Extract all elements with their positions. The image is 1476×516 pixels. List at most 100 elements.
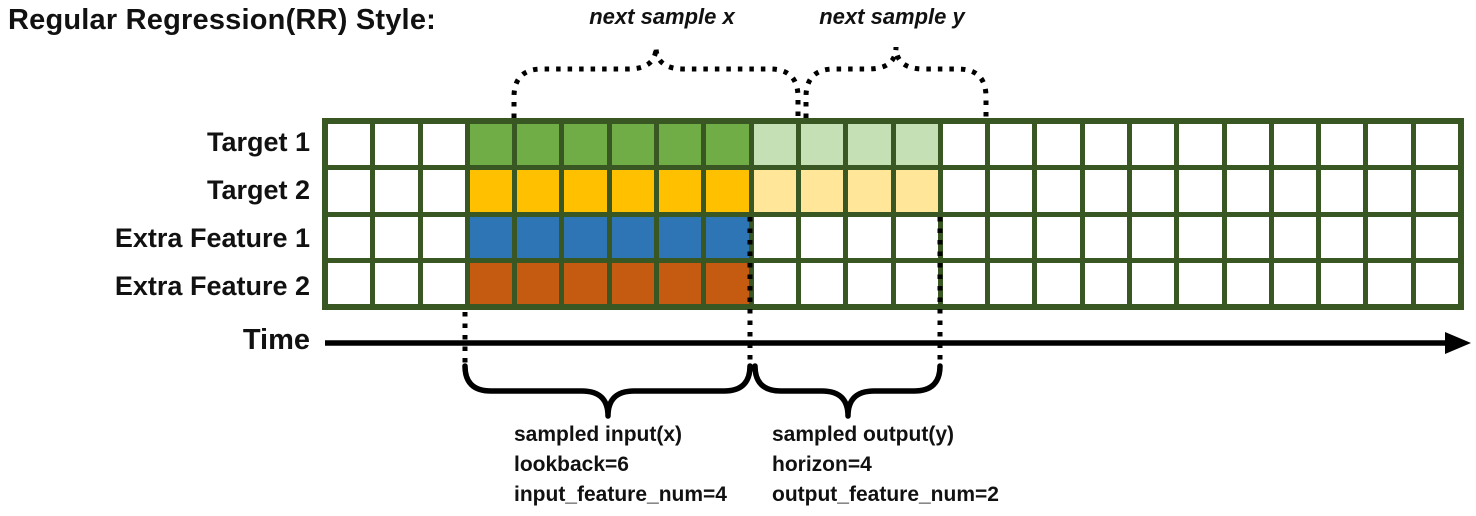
grid-cell <box>1084 216 1127 258</box>
sampled-output-title: sampled output(y) <box>772 423 954 446</box>
sampled-input-title: sampled input(x) <box>514 423 683 446</box>
grid-cell <box>1226 262 1269 304</box>
grid-cell <box>517 170 560 212</box>
grid-cell <box>328 124 371 166</box>
grid-cell <box>1084 124 1127 166</box>
grid-cell <box>422 262 465 304</box>
row-label-target1: Target 1 <box>206 126 310 157</box>
grid-cell <box>1368 170 1411 212</box>
next-sample-y-brace <box>803 46 989 118</box>
grid-cell <box>1415 170 1458 212</box>
grid-cell <box>895 262 938 304</box>
grid-cell <box>800 216 844 258</box>
output-feature-num-value: output_feature_num=2 <box>772 483 999 506</box>
grid-cell <box>375 216 418 258</box>
grid-cell <box>1273 170 1317 212</box>
grid-cell <box>611 124 655 166</box>
grid-cell <box>848 170 891 212</box>
grid-cell <box>942 170 986 212</box>
grid-cell <box>1273 216 1317 258</box>
grid-cell <box>942 124 986 166</box>
grid-cell <box>469 262 513 304</box>
grid-cell <box>1131 124 1175 166</box>
grid-cell <box>469 170 513 212</box>
grid-cell <box>895 170 938 212</box>
grid-cell <box>1037 216 1080 258</box>
next-sample-y-label: next sample y <box>819 4 965 29</box>
grid-cell <box>1179 216 1222 258</box>
grid-cell <box>659 124 702 166</box>
horizon-value: horizon=4 <box>772 453 872 476</box>
sample-grid <box>322 118 1464 310</box>
grid-cell <box>706 170 749 212</box>
grid-cell <box>611 262 655 304</box>
grid-cell <box>753 170 796 212</box>
grid-cell <box>706 216 749 258</box>
grid-cell <box>753 216 796 258</box>
grid-cell <box>422 124 465 166</box>
grid-cell <box>375 124 418 166</box>
grid-cell <box>375 170 418 212</box>
sampled-output-brace <box>752 363 943 419</box>
grid-cell <box>1131 170 1175 212</box>
grid-cell <box>1179 124 1222 166</box>
grid-cell <box>1321 216 1364 258</box>
grid-cell <box>1179 262 1222 304</box>
sampled-output-note: sampled output(y) horizon=4 output_featu… <box>772 420 999 510</box>
grid-cell <box>564 216 607 258</box>
grid-cell <box>1415 124 1458 166</box>
lookback-value: lookback=6 <box>514 453 629 476</box>
grid-cell <box>469 124 513 166</box>
input-feature-num-value: input_feature_num=4 <box>514 483 727 506</box>
grid-cell <box>564 124 607 166</box>
grid-cell <box>1131 262 1175 304</box>
grid-cell <box>895 124 938 166</box>
next-sample-x-brace <box>511 46 801 118</box>
grid-cell <box>375 262 418 304</box>
row-label-extra-feature2: Extra Feature 2 <box>114 270 310 301</box>
grid-cell <box>1037 262 1080 304</box>
time-axis-label: Time <box>242 324 310 356</box>
grid-cell <box>659 216 702 258</box>
grid-cell <box>328 216 371 258</box>
grid-cell <box>753 262 796 304</box>
page-title: Regular Regression(RR) Style: <box>8 4 436 36</box>
next-sample-x-label: next sample x <box>589 4 735 29</box>
grid-cell <box>517 124 560 166</box>
grid-cell <box>1368 262 1411 304</box>
row-label-target2: Target 2 <box>206 174 310 205</box>
grid-cell <box>1321 262 1364 304</box>
grid-cell <box>942 262 986 304</box>
grid-cell <box>1037 170 1080 212</box>
grid-cell <box>328 262 371 304</box>
grid-cell <box>848 124 891 166</box>
grid-cell <box>1368 216 1411 258</box>
grid-cell <box>990 216 1033 258</box>
grid-cell <box>1226 216 1269 258</box>
grid-cell <box>1084 170 1127 212</box>
grid-cell <box>1415 262 1458 304</box>
grid-cell <box>706 262 749 304</box>
grid-cell <box>942 216 986 258</box>
grid-cell <box>1131 216 1175 258</box>
grid-cell <box>1037 124 1080 166</box>
grid-cell <box>1084 262 1127 304</box>
grid-cell <box>564 170 607 212</box>
grid-cell <box>517 216 560 258</box>
grid-cell <box>990 170 1033 212</box>
grid-cell <box>990 262 1033 304</box>
grid-cell <box>1273 124 1317 166</box>
grid-cell <box>753 124 796 166</box>
sampled-input-brace <box>462 363 753 419</box>
grid-cell <box>611 170 655 212</box>
grid-cell <box>564 262 607 304</box>
grid-cell <box>990 124 1033 166</box>
grid-cell <box>517 262 560 304</box>
grid-cell <box>1226 124 1269 166</box>
time-axis-arrowhead <box>1445 332 1471 354</box>
grid-cell <box>422 216 465 258</box>
grid-cell <box>611 216 655 258</box>
grid-cell <box>469 216 513 258</box>
grid-cell <box>1179 170 1222 212</box>
